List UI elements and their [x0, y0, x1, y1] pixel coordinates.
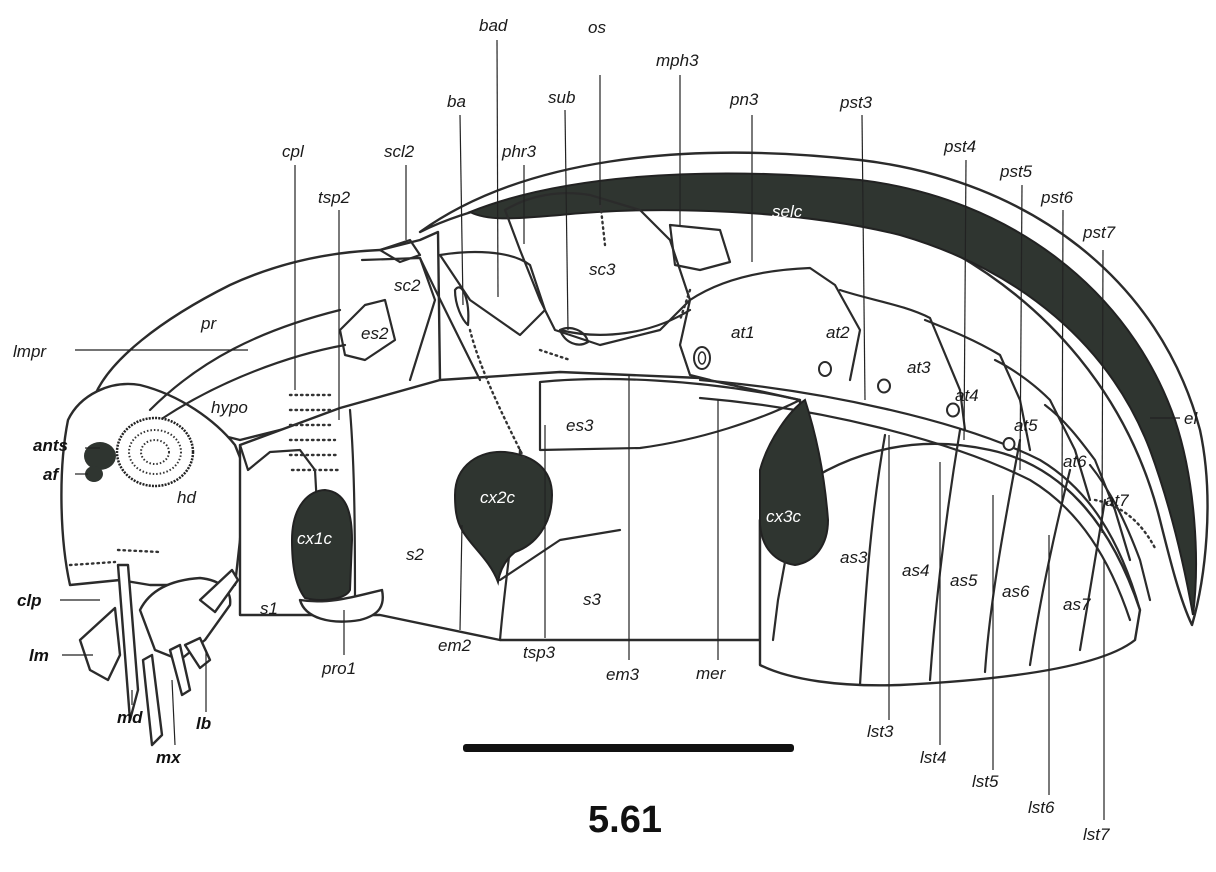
label-at3: at3	[907, 358, 931, 377]
label-pst4: pst4	[943, 137, 976, 156]
label-as5: as5	[950, 571, 978, 590]
label-s1: s1	[260, 599, 278, 618]
label-sub: sub	[548, 88, 575, 107]
label-as3: as3	[840, 548, 868, 567]
label-hypo: hypo	[211, 398, 248, 417]
label-mx: mx	[156, 748, 182, 767]
label-lmpr: lmpr	[13, 342, 47, 361]
label-tsp3: tsp3	[523, 643, 556, 662]
label-os: os	[588, 18, 606, 37]
label-as4: as4	[902, 561, 929, 580]
label-scl2: scl2	[384, 142, 415, 161]
label-lst3: lst3	[867, 722, 894, 741]
label-cx1c: cx1c	[297, 529, 332, 548]
label-at1: at1	[731, 323, 755, 342]
label-el: el	[1184, 409, 1198, 428]
label-mph3: mph3	[656, 51, 699, 70]
label-as7: as7	[1063, 595, 1091, 614]
label-pn3: pn3	[729, 90, 759, 109]
label-as6: as6	[1002, 582, 1030, 601]
label-pst6: pst6	[1040, 188, 1074, 207]
label-lst6: lst6	[1028, 798, 1055, 817]
label-md: md	[117, 708, 143, 727]
label-s3: s3	[583, 590, 602, 609]
label-selc: selc	[772, 202, 803, 221]
label-ants: ants	[33, 436, 68, 455]
label-cx3c: cx3c	[766, 507, 801, 526]
label-pst5: pst5	[999, 162, 1033, 181]
label-at6: at6	[1063, 452, 1087, 471]
label-hd: hd	[177, 488, 196, 507]
label-ba: ba	[447, 92, 466, 111]
label-at5: at5	[1014, 416, 1038, 435]
scale-bar	[463, 744, 794, 752]
label-lb: lb	[196, 714, 211, 733]
label-phr3: phr3	[501, 142, 537, 161]
label-clp: clp	[17, 591, 42, 610]
label-es3: es3	[566, 416, 594, 435]
label-lm: lm	[29, 646, 49, 665]
label-tsp2: tsp2	[318, 188, 351, 207]
label-em2: em2	[438, 636, 472, 655]
label-lst5: lst5	[972, 772, 999, 791]
label-pst7: pst7	[1082, 223, 1116, 242]
label-pro1: pro1	[321, 659, 356, 678]
label-es2: es2	[361, 324, 389, 343]
label-at7: at7	[1105, 491, 1129, 510]
label-em3: em3	[606, 665, 640, 684]
label-cx2c: cx2c	[480, 488, 515, 507]
label-cpl: cpl	[282, 142, 305, 161]
label-at4: at4	[955, 386, 979, 405]
label-af: af	[43, 465, 60, 484]
figure-number: 5.61	[588, 799, 662, 841]
label-lst7: lst7	[1083, 825, 1110, 844]
label-pr: pr	[200, 314, 217, 333]
label-sc2: sc2	[394, 276, 421, 295]
label-pst3: pst3	[839, 93, 873, 112]
label-sc3: sc3	[589, 260, 616, 279]
label-at2: at2	[826, 323, 850, 342]
label-mer: mer	[696, 664, 727, 683]
antennal-socket	[84, 442, 116, 470]
label-lst4: lst4	[920, 748, 946, 767]
label-bad: bad	[479, 16, 508, 35]
label-s2: s2	[406, 545, 425, 564]
